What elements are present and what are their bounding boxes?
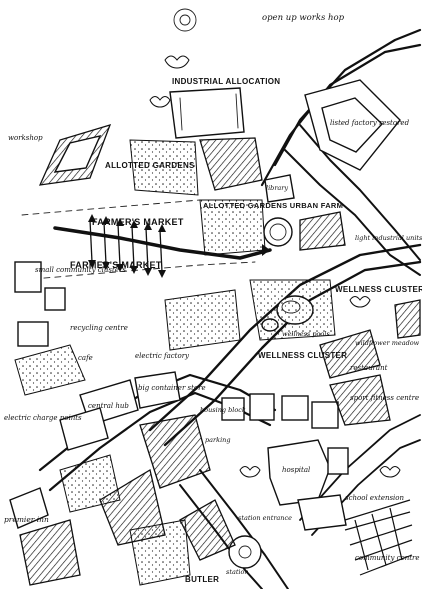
hatch-wellness-south [319, 329, 381, 379]
wellness-cluster-area [249, 279, 336, 341]
label-electric-factory: electric factory [135, 352, 190, 360]
station-roundabout [228, 535, 262, 569]
lower-green [129, 519, 191, 586]
label-housing-block: housing block [200, 406, 246, 414]
label-workshop: workshop [8, 134, 43, 142]
community-cluster-1 [14, 261, 42, 293]
container-store-block [134, 371, 181, 409]
label-small-community: small community clusters [35, 266, 126, 274]
label-wildflower: wildflower meadow [355, 339, 420, 347]
label-parking: parking [205, 436, 231, 444]
hatch-near-industrial [199, 137, 263, 191]
hatch-premier-inn [19, 519, 81, 586]
label-station: station [226, 568, 249, 576]
label-premier-inn: premier inn [4, 515, 49, 524]
hatch-container-south [139, 414, 211, 489]
library-block [264, 174, 295, 203]
grid-block-4 [311, 401, 339, 429]
label-central-hub: central hub [88, 402, 129, 410]
label-industrial-allocation: INDUSTRIAL ALLOCATION [172, 77, 280, 86]
label-sport-fitness: sport fitness centre [350, 394, 419, 402]
recycling-area [14, 344, 86, 396]
label-wellness-cluster-1: WELLNESS CLUSTER [335, 285, 422, 294]
label-cafe: cafe [78, 354, 93, 362]
industrial-allocation-block [169, 87, 245, 139]
hatch-station-west [179, 499, 236, 561]
hatch-sport-centre [329, 374, 391, 426]
label-butler: BUTLER [185, 575, 219, 584]
green-areas [14, 139, 336, 586]
central-green [164, 289, 241, 351]
label-school-extension: school extension [345, 494, 405, 502]
premier-inn-block [9, 487, 49, 529]
label-farmers-market-2: FARMER'S MARKET [70, 260, 162, 270]
label-allotted-gardens: ALLOTTED GARDENS [105, 161, 195, 170]
label-light-industrial: light industrial units [355, 234, 422, 242]
map-labels: open up works hop INDUSTRIAL ALLOCATION … [4, 13, 422, 584]
label-open-workshop: open up works hop [262, 13, 345, 23]
electric-charge-green [59, 454, 121, 513]
label-electric-charge: electric charge points [4, 414, 82, 422]
label-hospital: hospital [282, 466, 310, 474]
hatch-right-edge [394, 299, 421, 339]
grid-block-2 [249, 393, 275, 421]
label-wellness-cluster-2: WELLNESS CLUSTER [258, 351, 347, 360]
label-wellness-pools: wellness pools [282, 330, 330, 338]
urban-farm-area [199, 199, 266, 256]
tree-clusters [149, 55, 401, 478]
label-urban-farm: ALLOTTED GARDENS URBAN FARM [203, 201, 343, 210]
buildings [9, 8, 413, 576]
label-library: library [266, 184, 288, 192]
grid-block-3 [281, 395, 309, 421]
label-community-centre: community centre [355, 554, 420, 562]
label-listed-factory: listed factory restored [330, 119, 410, 127]
label-farmers-market-1: FARMER'S MARKET [92, 217, 184, 227]
label-restaurant: restaurant [350, 364, 388, 372]
market-spine [21, 199, 272, 281]
community-cluster-3 [17, 321, 49, 347]
urban-farm-circle [263, 217, 293, 247]
label-recycling: recycling centre [70, 324, 128, 332]
label-container-store: big container store [138, 384, 206, 392]
community-cluster-2 [44, 287, 66, 311]
label-station-entrance: station entrance [238, 514, 292, 522]
allotted-gardens-area [129, 139, 199, 196]
grid-block-1 [221, 397, 245, 421]
hatch-library-east [299, 211, 346, 251]
